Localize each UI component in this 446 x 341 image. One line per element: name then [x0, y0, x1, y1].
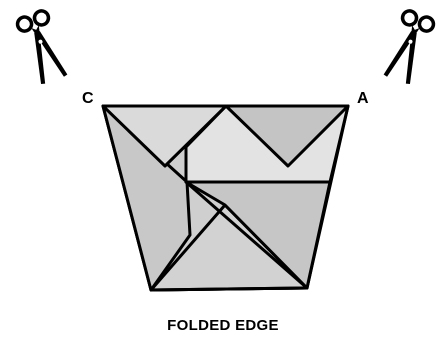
corner-label-a: A: [357, 91, 369, 107]
folded-edge-caption: FOLDED EDGE: [0, 318, 446, 333]
corner-label-c: C: [82, 91, 94, 107]
fold-line: [151, 288, 307, 290]
scissors-icon: [16, 9, 70, 86]
scissors-icon: [381, 9, 435, 86]
